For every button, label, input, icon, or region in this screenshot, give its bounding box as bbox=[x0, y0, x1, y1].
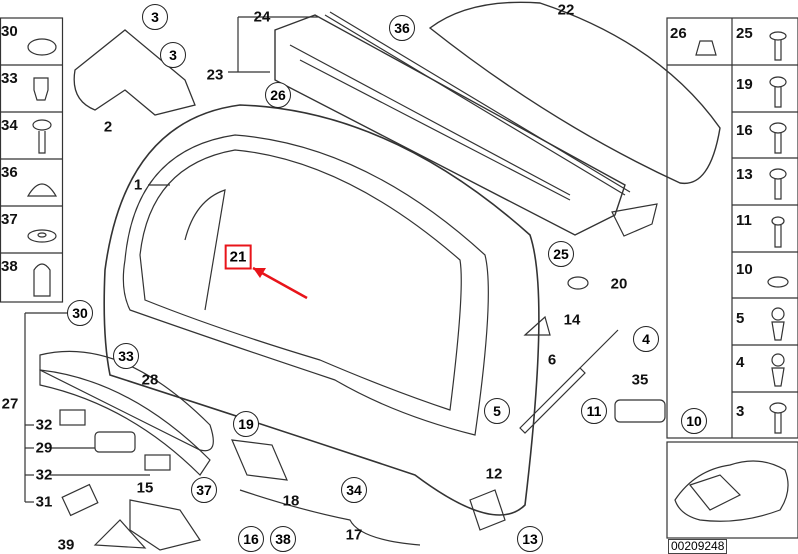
callout: 31 bbox=[35, 493, 53, 511]
callout: 22 bbox=[557, 1, 575, 19]
callout: 32 bbox=[35, 466, 53, 484]
table-label: 19 bbox=[736, 76, 753, 93]
table-label: 38 bbox=[1, 258, 18, 275]
callout: 32 bbox=[35, 416, 53, 434]
callout: 18 bbox=[282, 492, 300, 510]
table-label: 3 bbox=[736, 403, 745, 420]
callout: 16 bbox=[238, 526, 264, 552]
callout: 25 bbox=[548, 241, 574, 267]
callout: 35 bbox=[631, 371, 649, 389]
highlighted-part-label: 21 bbox=[224, 244, 252, 270]
callout: 24 bbox=[253, 8, 271, 26]
table-label: 26 bbox=[670, 25, 687, 42]
callout: 27 bbox=[1, 395, 19, 413]
callout: 2 bbox=[103, 118, 113, 136]
callout: 11 bbox=[581, 398, 607, 424]
callout: 15 bbox=[136, 479, 154, 497]
table-label: 33 bbox=[1, 70, 18, 87]
callout: 23 bbox=[206, 66, 224, 84]
table-label: 11 bbox=[736, 212, 752, 229]
callout: 3 bbox=[142, 4, 168, 30]
callout: 34 bbox=[341, 477, 367, 503]
callout: 37 bbox=[191, 477, 217, 503]
callout: 36 bbox=[389, 15, 415, 41]
table-label: 30 bbox=[1, 23, 18, 40]
table-label: 4 bbox=[736, 354, 745, 371]
table-label: 36 bbox=[1, 164, 18, 181]
callout: 29 bbox=[35, 439, 53, 457]
callout: 20 bbox=[610, 275, 628, 293]
callout: 10 bbox=[681, 408, 707, 434]
callout: 6 bbox=[547, 351, 557, 369]
callout: 38 bbox=[270, 526, 296, 552]
table-label: 10 bbox=[736, 261, 753, 278]
callout: 26 bbox=[265, 82, 291, 108]
callout: 4 bbox=[633, 326, 659, 352]
table-label: 5 bbox=[736, 310, 745, 327]
diagram-code: 00209248 bbox=[668, 539, 728, 554]
callout: 14 bbox=[563, 311, 581, 329]
callout: 12 bbox=[485, 465, 503, 483]
table-label: 37 bbox=[1, 211, 18, 228]
callout: 33 bbox=[113, 343, 139, 369]
table-label: 34 bbox=[1, 117, 18, 134]
table-label: 25 bbox=[736, 25, 753, 42]
callout: 30 bbox=[67, 300, 93, 326]
callout: 5 bbox=[484, 398, 510, 424]
table-label: 13 bbox=[736, 166, 753, 183]
callout: 19 bbox=[233, 411, 259, 437]
callout: 1 bbox=[133, 176, 143, 194]
table-label: 16 bbox=[736, 122, 753, 139]
callout: 39 bbox=[57, 536, 75, 554]
callout: 13 bbox=[517, 526, 543, 552]
callout: 3 bbox=[160, 42, 186, 68]
callout: 28 bbox=[141, 371, 159, 389]
callout: 17 bbox=[345, 526, 363, 544]
